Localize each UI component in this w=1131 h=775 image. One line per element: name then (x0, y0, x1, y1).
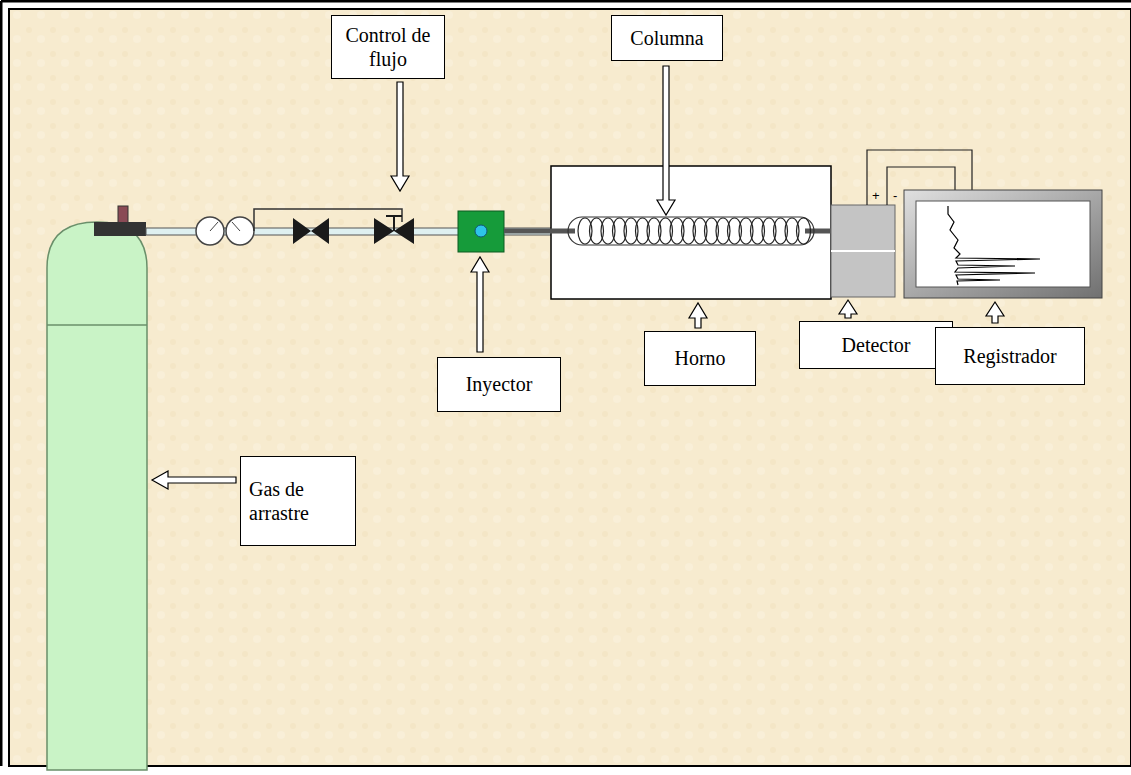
pressure-gauge (226, 217, 254, 245)
injector-port (475, 225, 487, 237)
terminal-sign: + (872, 189, 880, 203)
callout-box: Gas de arrastre (240, 456, 356, 546)
detector-slot (831, 250, 895, 252)
gauge-needle (232, 222, 240, 231)
gauge-needle (210, 222, 218, 231)
pointer-arrow (839, 300, 857, 318)
coil-winding (797, 218, 811, 244)
callout-box: Columna (611, 15, 723, 61)
chromatogram-trace (948, 206, 1040, 285)
column-coil-outline (568, 217, 814, 245)
callout-text: Horno (653, 346, 747, 370)
column-coil (578, 218, 811, 244)
detector (831, 205, 895, 297)
recorder (904, 190, 1102, 298)
callout-text: Columna (620, 26, 714, 50)
gas-cylinder (47, 222, 147, 770)
valve-stem (393, 216, 395, 231)
callout-box: Inyector (437, 357, 561, 412)
recorder-screen (916, 201, 1090, 287)
cylinder-valve (118, 206, 128, 224)
pointer-arrow (657, 66, 675, 215)
pointer-arrow (391, 82, 409, 191)
callout-box: Detector (799, 321, 953, 369)
callout-text: Detector (808, 333, 944, 357)
column-outlet (805, 229, 832, 234)
cylinder-head (94, 222, 146, 236)
oven (551, 166, 831, 299)
callout-text: Gas de arrastre (249, 477, 347, 525)
callout-box: Control de flujo (331, 15, 445, 79)
flow-valve (293, 218, 329, 244)
callout-box: Registrador (935, 327, 1085, 385)
callout-box: Horno (644, 331, 756, 386)
callout-text: Registrador (944, 344, 1076, 368)
pointer-arrow (152, 471, 236, 489)
callout-text: Control de flujo (340, 23, 436, 71)
valve-handle (386, 215, 402, 217)
panel (9, 9, 1131, 766)
pointer-arrow (471, 257, 489, 352)
pressure-gauge (196, 217, 224, 245)
callout-text: Inyector (446, 372, 552, 396)
column-inlet (504, 229, 575, 234)
terminal-sign: - (893, 189, 897, 203)
pointer-arrow (986, 302, 1004, 323)
pointer-arrow (689, 303, 707, 328)
cylinder-band (47, 324, 147, 326)
injector (458, 211, 504, 252)
